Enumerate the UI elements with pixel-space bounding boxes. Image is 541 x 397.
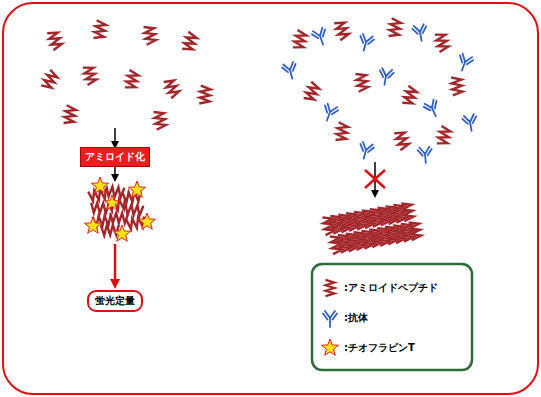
legend-label: :チオフラビンT [344, 341, 415, 355]
free-peptides [41, 20, 211, 129]
legend-icon-peptide [326, 280, 335, 296]
arrow [114, 167, 116, 180]
box-label: 蛍光定量 [95, 294, 135, 308]
arrow [114, 244, 117, 286]
frame [3, 3, 538, 394]
antibody-peptides [281, 18, 478, 163]
result-box: 蛍光定量 [87, 290, 143, 312]
thioflavin-stars [84, 177, 155, 241]
legend-icon-star [321, 339, 338, 355]
legend-box [312, 264, 472, 370]
process-box: アミロイド化 [80, 147, 150, 167]
legend-label: :アミロイドペプチド [344, 281, 438, 295]
arrow [114, 128, 116, 147]
legend-label: :抗体 [344, 311, 368, 325]
legend-icon-antibody [323, 311, 337, 327]
amyloid-fibril [322, 201, 421, 255]
box-label: アミロイド化 [85, 150, 145, 164]
cross-mark [365, 170, 385, 188]
